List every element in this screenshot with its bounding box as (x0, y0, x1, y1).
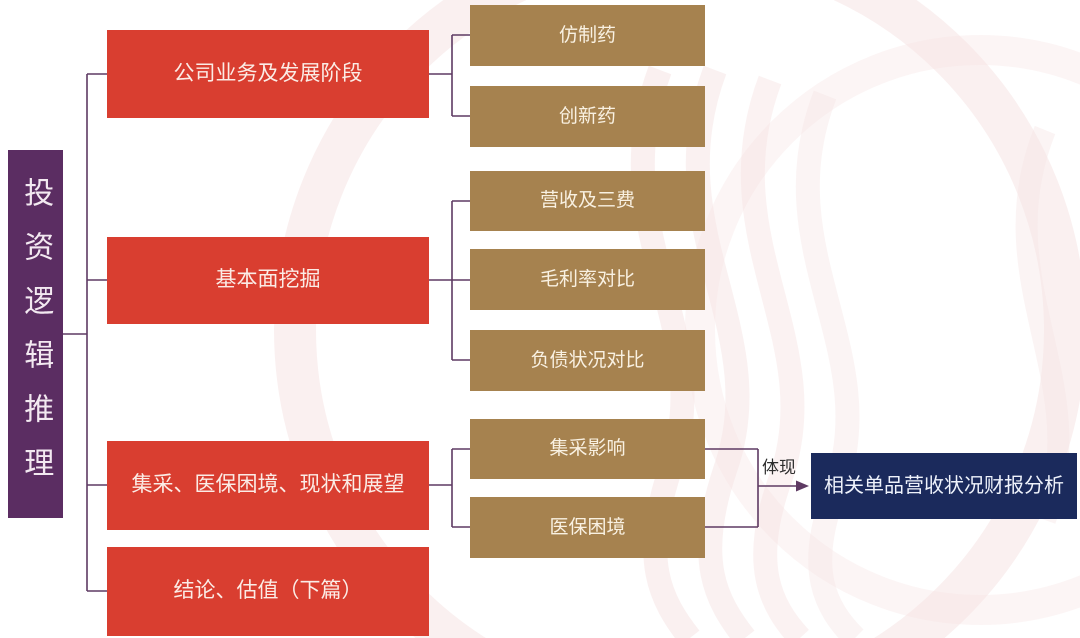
leaf-node-revenue-three-fees: 营收及三费 (470, 171, 705, 231)
root-node-investment-logic: 投资逻辑推理 (8, 150, 63, 518)
leaf-node-gross-margin: 毛利率对比 (470, 249, 705, 310)
leaf-node-procurement-impact: 集采影响 (470, 419, 705, 479)
branch-node-fundamentals: 基本面挖掘 (107, 237, 429, 324)
branch-node-conclusion-valuation: 结论、估值（下篇） (107, 547, 429, 636)
leaf-node-insurance-dilemma: 医保困境 (470, 497, 705, 558)
result-node-financial-report-analysis: 相关单品营收状况财报分析 (811, 453, 1077, 519)
branch-node-procurement-outlook: 集采、医保困境、现状和展望 (107, 441, 429, 530)
arrowhead-icon (796, 480, 809, 492)
leaf-node-generic-drugs: 仿制药 (470, 5, 705, 66)
leaf-node-debt-comparison: 负债状况对比 (470, 330, 705, 391)
branch-node-company-business: 公司业务及发展阶段 (107, 30, 429, 118)
arrow-label: 体现 (762, 458, 796, 477)
leaf-node-innovative-drugs: 创新药 (470, 86, 705, 147)
